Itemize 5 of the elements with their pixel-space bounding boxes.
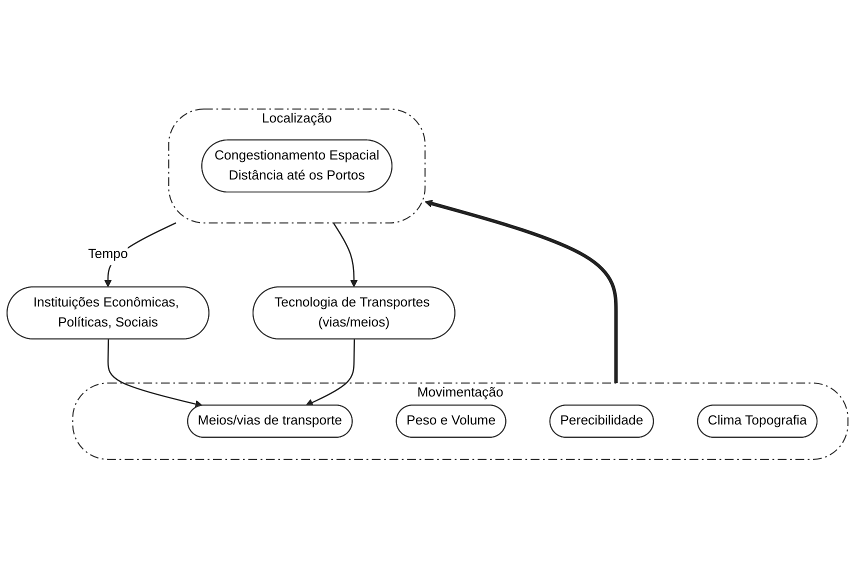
- arrow: [305, 340, 356, 406]
- edge-label: Tempo: [88, 246, 128, 262]
- arrow: [332, 222, 358, 288]
- arrow: [424, 200, 618, 384]
- arrow: [107, 340, 203, 408]
